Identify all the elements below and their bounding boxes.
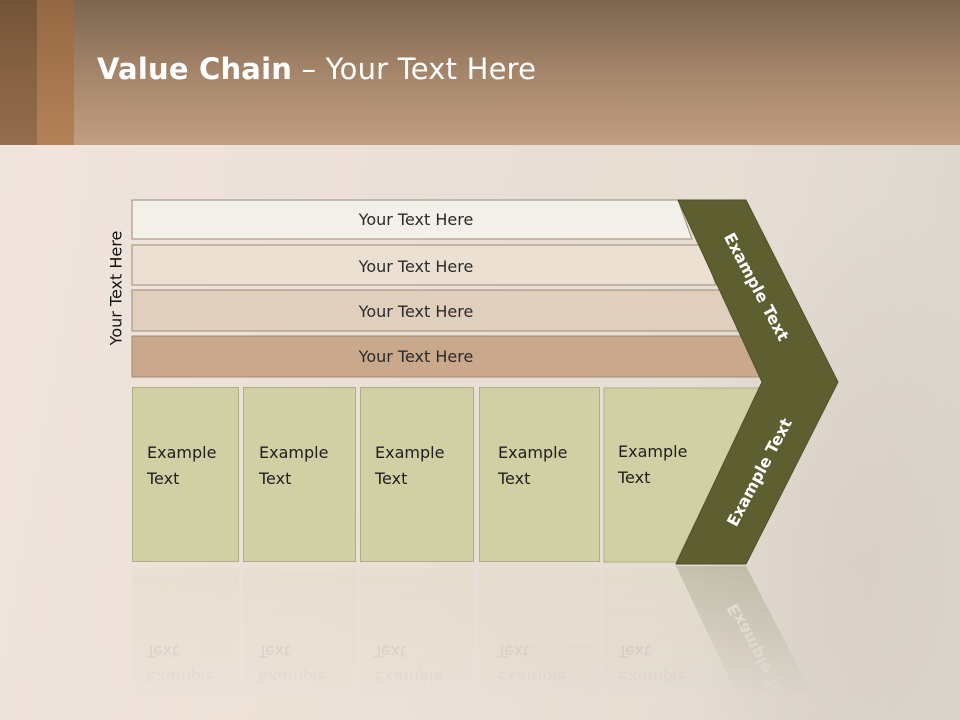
value-box-4-line2: Text <box>498 469 531 488</box>
bar-2-label: Your Text Here <box>358 257 474 276</box>
slide-header: Value Chain – Your Text Here <box>0 0 960 145</box>
value-box-5-line2: Text <box>618 468 651 487</box>
chevron-arrow <box>675 199 839 565</box>
value-box-5-line1: Example <box>618 442 688 461</box>
bar-3-label: Your Text Here <box>358 302 474 321</box>
value-box-3-line1: Example <box>375 443 445 462</box>
title-rest: – Your Text Here <box>292 52 537 86</box>
header-accent-stripe-dark <box>0 0 37 145</box>
value-box-5 <box>603 387 761 563</box>
value-box-1-line1: Example <box>147 443 217 462</box>
value-box-1-line2: Text <box>147 469 180 488</box>
value-box-4-line1: Example <box>498 443 568 462</box>
header-accent-stripe-light <box>37 0 74 145</box>
value-box-2-line1: Example <box>259 443 329 462</box>
title-bold: Value Chain <box>97 52 293 86</box>
value-box-2-line2: Text <box>259 469 292 488</box>
bar-1 <box>131 199 693 240</box>
bar-2 <box>131 244 717 286</box>
bar-4-label: Your Text Here <box>358 347 474 366</box>
slide-title: Value Chain – Your Text Here <box>97 52 536 86</box>
bar-1-label: Your Text Here <box>358 210 474 229</box>
value-box-3-line2: Text <box>375 469 408 488</box>
